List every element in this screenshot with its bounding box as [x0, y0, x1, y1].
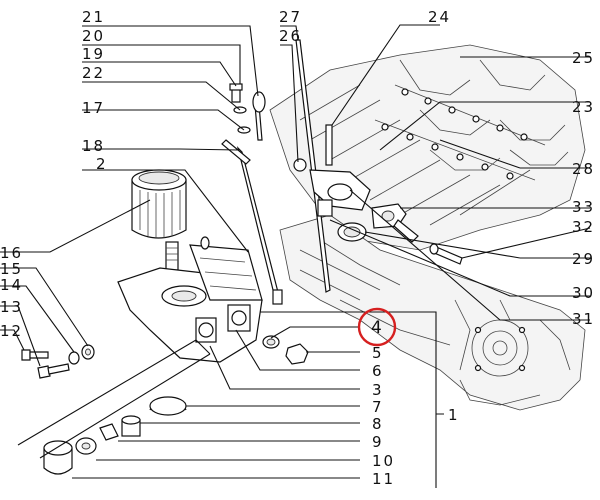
engine-block-illustration [269, 44, 586, 411]
callout-3: 3 [372, 381, 384, 399]
highlight-circle [357, 307, 397, 347]
oil-filter-housing [117, 236, 263, 363]
oil-filter [131, 169, 187, 271]
callout-26: 26 [279, 27, 302, 45]
callout-1: 1 [448, 406, 460, 424]
leader-lines [0, 24, 591, 488]
callout-6: 6 [372, 362, 384, 380]
callout-29: 29 [572, 250, 595, 268]
callout-22: 22 [82, 64, 105, 82]
callout-11: 11 [372, 470, 395, 488]
callout-27: 27 [279, 8, 302, 26]
callout-5: 5 [372, 344, 384, 362]
callout-10: 10 [372, 452, 395, 470]
callout-23: 23 [572, 98, 595, 116]
callout-2: 2 [96, 155, 108, 173]
callout-31: 31 [572, 310, 595, 328]
callout-20: 20 [82, 27, 105, 45]
callout-16: 16 [0, 244, 23, 262]
callout-labels: 21 20 19 22 17 18 2 27 26 24 25 23 28 33… [0, 8, 595, 488]
callout-4: 4 [371, 318, 384, 338]
callout-19: 19 [82, 45, 105, 63]
callout-25: 25 [572, 49, 595, 67]
callout-30: 30 [572, 284, 595, 302]
callout-33: 33 [572, 198, 595, 216]
callout-13: 13 [0, 298, 23, 316]
callout-9: 9 [372, 433, 384, 451]
callout-8: 8 [372, 415, 384, 433]
callout-18: 18 [82, 137, 105, 155]
callout-21: 21 [82, 8, 105, 26]
callout-24: 24 [428, 8, 451, 26]
thermostat-housing-parts [293, 124, 463, 265]
cover-bolts [381, 88, 528, 180]
small-fasteners-left [21, 344, 95, 379]
callout-32: 32 [572, 218, 595, 236]
callout-28: 28 [572, 160, 595, 178]
callout-14: 14 [0, 276, 23, 294]
callout-7: 7 [372, 398, 384, 416]
callout-15: 15 [0, 260, 23, 278]
callout-17: 17 [82, 99, 105, 117]
callout-12: 12 [0, 322, 23, 340]
oil-dipstick-assembly [221, 39, 331, 305]
